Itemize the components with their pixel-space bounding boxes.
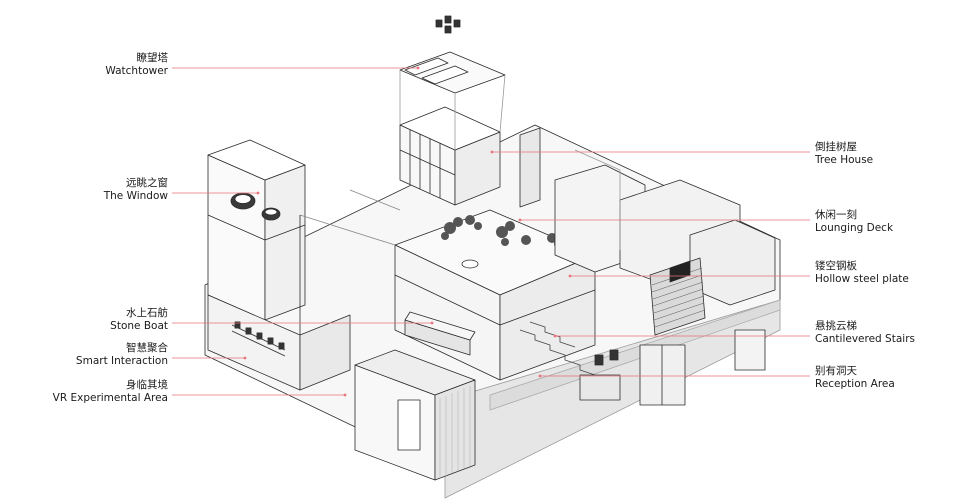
watchtower-cubes bbox=[435, 15, 461, 34]
leader-dot-stone-boat bbox=[430, 321, 434, 325]
label-smart-interaction: 智慧聚合 Smart Interaction bbox=[76, 342, 168, 368]
leader-dot-tree-house bbox=[490, 150, 494, 154]
label-watchtower-en: Watchtower bbox=[105, 65, 168, 77]
label-the-window-en: The Window bbox=[103, 190, 168, 202]
label-stone-boat-en: Stone Boat bbox=[110, 320, 168, 332]
label-hollow-steel-plate: 镂空钢板 Hollow steel plate bbox=[815, 260, 909, 286]
leader-dot-watchtower bbox=[416, 66, 420, 70]
leader-dot-smart-interaction bbox=[243, 356, 247, 360]
label-the-window: 远眺之窗 The Window bbox=[104, 177, 168, 203]
leader-dot-vr-experimental-area bbox=[343, 393, 347, 397]
leader-lines bbox=[172, 66, 810, 397]
label-stone-boat: 水上石舫 Stone Boat bbox=[110, 307, 168, 333]
label-lounging-deck: 休闲一刻 Lounging Deck bbox=[815, 209, 893, 235]
label-cantilevered-stairs-zh: 悬挑云梯 bbox=[815, 320, 857, 332]
leader-dot-the-window bbox=[256, 191, 260, 195]
label-vr-experimental-area-en: VR Experimental Area bbox=[52, 392, 168, 404]
label-tree-house-en: Tree House bbox=[815, 154, 874, 166]
label-smart-interaction-zh: 智慧聚合 bbox=[126, 342, 168, 354]
label-reception-area-zh: 别有洞天 bbox=[815, 365, 857, 377]
label-cantilevered-stairs-en: Cantilevered Stairs bbox=[815, 333, 915, 345]
label-lounging-deck-zh: 休闲一刻 bbox=[815, 209, 857, 221]
label-the-window-zh: 远眺之窗 bbox=[126, 177, 168, 189]
leader-dot-reception-area bbox=[538, 374, 542, 378]
leader-dot-cantilevered-stairs bbox=[553, 334, 557, 338]
label-reception-area-en: Reception Area bbox=[815, 378, 895, 390]
label-stone-boat-zh: 水上石舫 bbox=[126, 307, 168, 319]
label-lounging-deck-en: Lounging Deck bbox=[815, 222, 894, 234]
label-tree-house-zh: 倒挂树屋 bbox=[815, 141, 857, 153]
label-tree-house: 倒挂树屋 Tree House bbox=[815, 141, 873, 167]
label-vr-experimental-area-zh: 身临其境 bbox=[126, 379, 168, 391]
label-watchtower-zh: 瞭望塔 bbox=[136, 52, 169, 64]
front-right-wall-top bbox=[489, 299, 781, 411]
label-reception-area: 别有洞天 Reception Area bbox=[815, 365, 895, 391]
label-hollow-steel-plate-zh: 镂空钢板 bbox=[815, 260, 857, 272]
label-cantilevered-stairs: 悬挑云梯 Cantilevered Stairs bbox=[815, 320, 915, 346]
window-tower-top bbox=[207, 139, 306, 181]
central-volume-side bbox=[499, 254, 596, 381]
label-smart-interaction-en: Smart Interaction bbox=[75, 355, 168, 367]
leader-dot-lounging-deck bbox=[518, 218, 522, 222]
cantilevered-stairs-drawing bbox=[519, 321, 596, 376]
window-tower-front bbox=[207, 154, 266, 321]
hanging-trees bbox=[441, 215, 562, 248]
window-tower-side bbox=[264, 164, 306, 321]
label-vr-experimental-area: 身临其境 VR Experimental Area bbox=[53, 379, 168, 405]
label-watchtower: 瞭望塔 Watchtower bbox=[105, 52, 168, 78]
label-hollow-steel-plate-en: Hollow steel plate bbox=[815, 273, 909, 285]
interaction-seats bbox=[231, 321, 286, 357]
leader-dot-hollow-steel-plate bbox=[568, 274, 572, 278]
